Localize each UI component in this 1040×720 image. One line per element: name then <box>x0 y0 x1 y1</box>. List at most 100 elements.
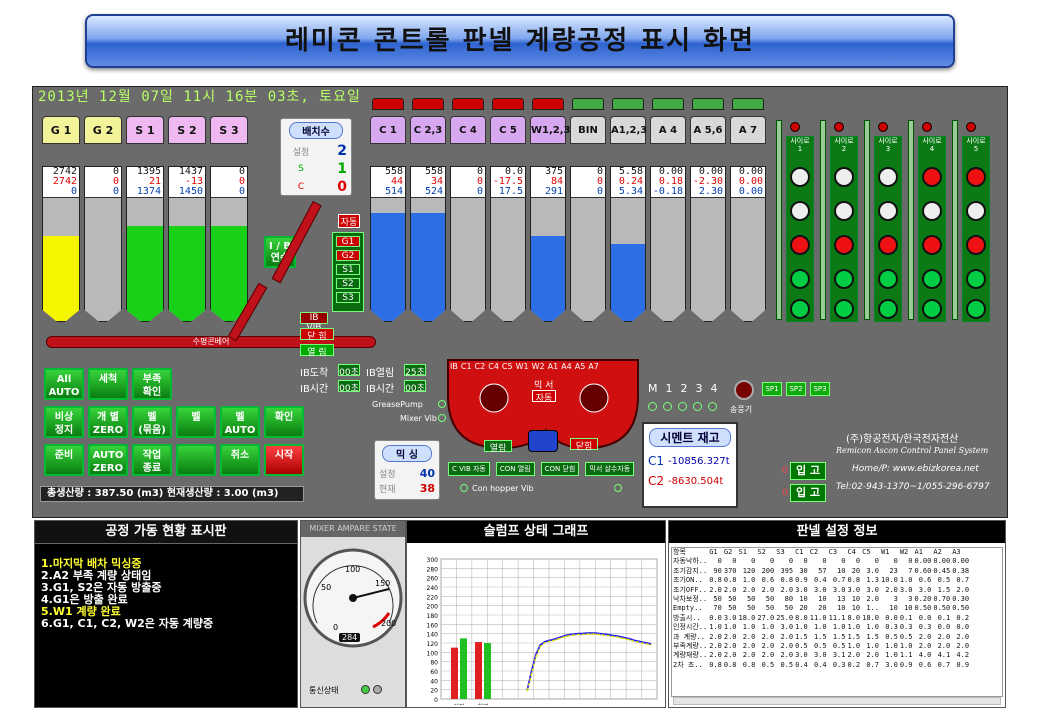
ib-timer-value[interactable]: 00초 <box>404 380 426 394</box>
silo-valve-icon[interactable] <box>966 299 986 319</box>
cement-bin-label[interactable]: W1,2,3 <box>530 116 571 144</box>
conveyor-button[interactable]: CON 열림 <box>495 462 535 476</box>
silo-valve-icon[interactable] <box>878 269 898 289</box>
control-button[interactable]: 세척 <box>88 368 128 400</box>
silo-valve-icon[interactable] <box>790 269 810 289</box>
agg-bin-label[interactable]: S 3 <box>210 116 248 144</box>
settings-cell: 1.0 <box>742 576 756 585</box>
chart-ytick: 40 <box>430 678 438 685</box>
control-button[interactable]: AUTO ZERO <box>88 444 128 476</box>
ib-timer-value[interactable]: 00초 <box>338 380 360 394</box>
control-button[interactable]: 시작 <box>264 444 304 476</box>
hopper-gate-S1[interactable]: S1 <box>336 264 360 275</box>
cement-bin-label[interactable]: A 4 <box>650 116 686 144</box>
agg-bin-label[interactable]: S 1 <box>126 116 164 144</box>
control-button[interactable]: 벨 <box>176 406 216 438</box>
silo-top-lamp <box>922 122 932 132</box>
conveyor-button[interactable]: C VIB 자동 <box>448 462 490 476</box>
cement-bin-label[interactable]: C 5 <box>490 116 526 144</box>
gate-close-button[interactable]: 닫 힘 <box>300 328 334 342</box>
mixer-open-button[interactable]: 열림 <box>484 440 512 454</box>
batch-title: 배치수 <box>289 122 343 139</box>
settings-cell: 2.0 <box>709 642 722 651</box>
control-button[interactable]: 취소 <box>220 444 260 476</box>
settings-cell: 0.45 <box>933 566 951 575</box>
settings-cell: 방출시.. <box>673 613 701 622</box>
settings-cell: 0.30 <box>952 595 970 604</box>
settings-cell: 2.0 <box>937 632 951 641</box>
control-button[interactable]: 개 별 ZERO <box>88 406 128 438</box>
silo-valve-icon[interactable] <box>834 299 854 319</box>
sp-button[interactable]: SP2 <box>786 382 806 396</box>
hopper-gate-S2[interactable]: S2 <box>336 278 360 289</box>
horizontal-scrollbar[interactable] <box>673 697 1001 705</box>
hopper-gate-S3[interactable]: S3 <box>336 292 360 303</box>
slump-chart: 3002802602402202001801601401201008060402… <box>427 557 658 711</box>
control-button[interactable]: 부족 확인 <box>132 368 172 400</box>
hopper-gate-G2[interactable]: G2 <box>336 250 360 261</box>
settings-cell: 0.50 <box>914 604 932 613</box>
silo-valve-icon[interactable] <box>922 269 942 289</box>
cement-bin-label[interactable]: C 1 <box>370 116 406 144</box>
ib-timer-value[interactable]: 25초 <box>404 364 426 378</box>
silo-lamp <box>922 235 942 255</box>
cement-bin-v3: 524 <box>411 187 445 198</box>
agg-bin-label[interactable]: G 1 <box>42 116 80 144</box>
cement-bin-label[interactable]: C 2,3 <box>410 116 446 144</box>
ib-timer-value[interactable]: 00초 <box>338 364 360 378</box>
silo-valve-icon[interactable] <box>878 299 898 319</box>
settings-cell: 2.0 <box>723 642 737 651</box>
blower-icon[interactable] <box>734 380 754 400</box>
ipgo-button[interactable]: 입 고 <box>790 484 826 502</box>
cement-bin-label[interactable]: A 7 <box>730 116 766 144</box>
cement-bin-label[interactable]: A 5,6 <box>690 116 726 144</box>
conveyor-button[interactable]: CON 닫힘 <box>540 462 580 476</box>
settings-cell: 2.0 <box>956 585 970 594</box>
control-button[interactable]: 벨 (묶음) <box>132 406 172 438</box>
silo-valve-icon[interactable] <box>790 299 810 319</box>
conveyor-button[interactable]: 믹서 살수자동 <box>585 462 635 476</box>
gate-open-button[interactable]: 열 림 <box>300 344 334 358</box>
cement-bin-label[interactable]: BIN <box>570 116 606 144</box>
control-button[interactable]: All AUTO <box>44 368 84 400</box>
agg-bin-label[interactable]: S 2 <box>168 116 206 144</box>
silo-valve-icon[interactable] <box>834 269 854 289</box>
agg-bin-label[interactable]: G 2 <box>84 116 122 144</box>
batch-set-value[interactable]: 2 <box>337 143 347 159</box>
control-button[interactable]: 준비 <box>44 444 84 476</box>
hopper-gate-G1[interactable]: G1 <box>336 236 360 247</box>
motor-label: M <box>648 382 658 395</box>
ipgo-button[interactable]: 입 고 <box>790 462 826 480</box>
mixer-tag: A5 <box>574 362 586 371</box>
settings-cell: 낙차보정.. <box>673 595 708 604</box>
mix-set-value[interactable]: 40 <box>419 467 435 480</box>
mixer-close-button[interactable]: 닫힘 <box>570 438 598 452</box>
control-button[interactable]: 비상 정지 <box>44 406 84 438</box>
control-button[interactable]: 벨 AUTO <box>220 406 260 438</box>
sp-button[interactable]: SP3 <box>810 382 830 396</box>
settings-cell: 3.0 <box>918 585 932 594</box>
settings-cell: 0.60 <box>914 566 932 575</box>
silo-valve-icon[interactable] <box>922 299 942 319</box>
cement-bin-label[interactable]: A1,2,3 <box>610 116 647 144</box>
sp-button[interactable]: SP1 <box>762 382 782 396</box>
silo-valve-icon[interactable] <box>966 269 986 289</box>
control-button[interactable] <box>176 444 216 476</box>
control-button[interactable]: 작업 종료 <box>132 444 172 476</box>
settings-cell: 2.0 <box>937 642 951 651</box>
control-button[interactable]: 확인 <box>264 406 304 438</box>
cement-bin-label[interactable]: C 4 <box>450 116 486 144</box>
